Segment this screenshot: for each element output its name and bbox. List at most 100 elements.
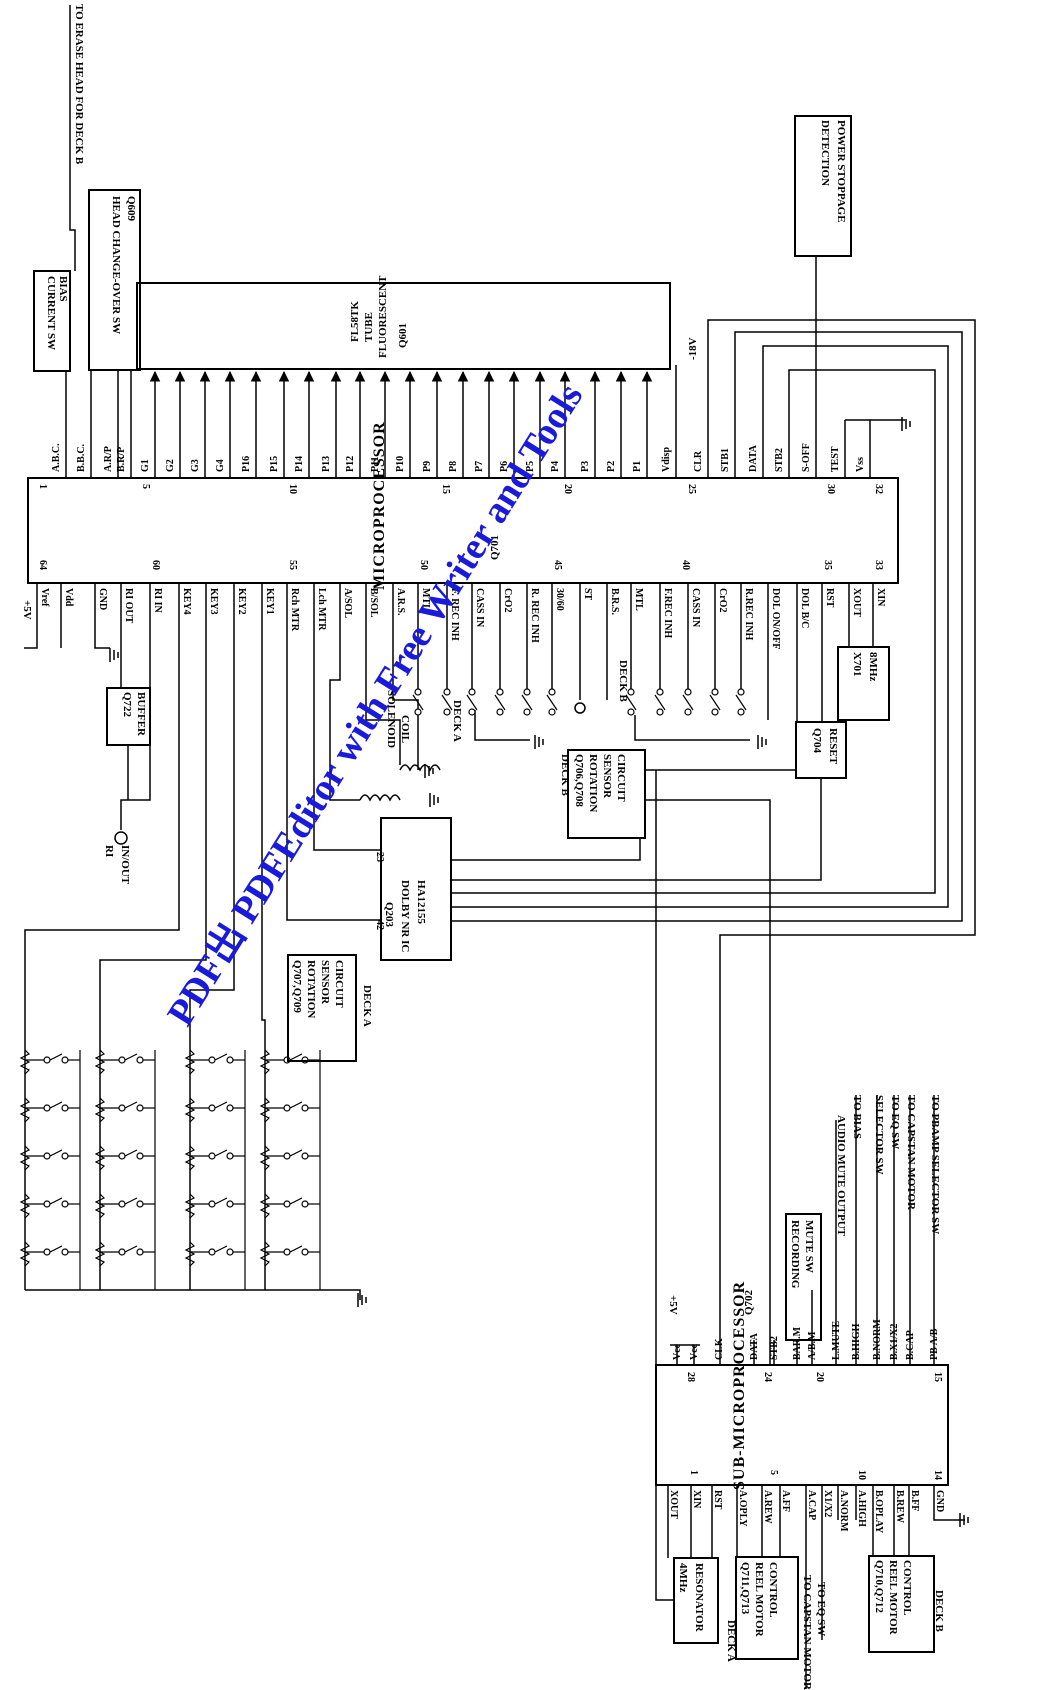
mcu-bottom-pin-9: KEY1 bbox=[264, 588, 275, 615]
key-switch-arm-2-2 bbox=[214, 1149, 228, 1157]
sub-bottom-pin-6: BAR.M bbox=[792, 1326, 803, 1360]
sub-bottom-pin-12: B.CAP bbox=[905, 1330, 916, 1360]
sub-top-pin-14: GND bbox=[934, 1490, 945, 1513]
key-switch-b-2-4 bbox=[226, 1248, 234, 1256]
key-switch-a-2-1 bbox=[208, 1104, 216, 1112]
rotation-b-line1: DECK B bbox=[559, 754, 571, 796]
key-switch-b-2-1 bbox=[226, 1104, 234, 1112]
dolby-pin23: 23 bbox=[374, 852, 385, 862]
mcu-bottom-pin-27: R.REC INH bbox=[743, 588, 754, 641]
deck-switch-bot-9 bbox=[711, 708, 719, 716]
mcu-top-pin-30: S-OFF bbox=[801, 443, 812, 472]
mcu-bottom-pin-18: CrO2 bbox=[502, 588, 513, 613]
mcu-top-pin-25: Vdisp bbox=[661, 446, 672, 472]
key-switch-b-0-0 bbox=[61, 1056, 69, 1064]
sub-bottom-pin-9: B.HIGH bbox=[851, 1323, 862, 1360]
key-resistor-2-0 bbox=[184, 1049, 196, 1075]
mute-line1: RECORDING bbox=[789, 1220, 801, 1289]
sub-bottom-pin-13: PB A/B bbox=[929, 1328, 940, 1360]
rotation-a-line3: SENSOR bbox=[319, 960, 331, 1005]
key-switch-a-1-3 bbox=[118, 1200, 126, 1208]
reel-b-line3: CONTROL bbox=[901, 1560, 913, 1616]
mcu-top-pin-6: G2 bbox=[165, 459, 176, 472]
key-switch-arm-2-3 bbox=[214, 1197, 228, 1205]
mcu-bottom-pin-1: Vref bbox=[39, 588, 50, 607]
mcu-pin-number-bottom-2: 55 bbox=[287, 560, 298, 570]
solenoid-coil-a bbox=[399, 764, 441, 772]
sub-top-pin-11: B.OPLAY bbox=[873, 1490, 884, 1534]
mcu-top-pin-23: P2 bbox=[606, 460, 617, 472]
mcu-top-pin-5: G1 bbox=[140, 459, 151, 472]
deck-switch-top-3 bbox=[496, 688, 504, 696]
key-switch-arm-0-1 bbox=[49, 1101, 63, 1109]
key-resistor-2-4 bbox=[184, 1241, 196, 1267]
mcu-top-pin-2: B.B.C. bbox=[76, 443, 87, 472]
mcu-pin-number-bottom-5: 40 bbox=[680, 560, 691, 570]
mcu-top-pin-9: P16 bbox=[241, 455, 252, 472]
key-switch-b-0-4 bbox=[61, 1248, 69, 1256]
sub-bottom-pin-4: DATA bbox=[749, 1333, 760, 1360]
key-switch-b-3-1 bbox=[301, 1104, 309, 1112]
reel-b-line4: DECK B bbox=[933, 1590, 945, 1632]
key-switch-arm-3-4 bbox=[289, 1245, 303, 1253]
sub-mcu-box bbox=[655, 1364, 949, 1486]
deck-switch-arm-0 bbox=[412, 694, 424, 711]
sub-top-pin-2: XIN bbox=[691, 1490, 702, 1509]
power-box bbox=[794, 115, 852, 257]
to-capstan-label: TO CAPSTAN MOTOR bbox=[905, 1095, 917, 1210]
deck-switch-arm-3 bbox=[494, 694, 506, 711]
reel-b-line1: Q710,Q712 bbox=[873, 1560, 885, 1613]
mcu-bottom-pin-26: CrO2 bbox=[717, 588, 728, 613]
ri-label: RI bbox=[103, 845, 115, 858]
rotation-a-line1: Q707,Q709 bbox=[291, 960, 303, 1013]
display-line1: Q601 bbox=[397, 322, 409, 348]
deck-switch-top-8 bbox=[684, 688, 692, 696]
mcu-top-pin-4: B.R/P bbox=[116, 446, 127, 472]
rotation-b-line3: ROTATION bbox=[587, 754, 599, 813]
erase-head-label: TO ERASE HEAD FOR DECK B bbox=[73, 4, 85, 165]
key-switch-a-3-2 bbox=[283, 1152, 291, 1160]
deck-switch-top-10 bbox=[737, 688, 745, 696]
bias-box-line1: BIAS bbox=[57, 276, 69, 302]
sub-top-pin-13: B.FF bbox=[909, 1490, 920, 1512]
mcu-bottom-pin-29: DOL B/C bbox=[799, 588, 810, 629]
mcu-bottom-pin-21: ST bbox=[582, 588, 593, 601]
key-switch-arm-2-1 bbox=[214, 1101, 228, 1109]
mcu-top-pin-12: P13 bbox=[321, 455, 332, 472]
key-resistor-0-2 bbox=[19, 1145, 31, 1171]
mcu-bottom-pin-4: RI OUT bbox=[123, 588, 134, 624]
key-resistor-3-3 bbox=[259, 1193, 271, 1219]
mute-line2: MUTE SW bbox=[803, 1220, 815, 1273]
reel-a-box bbox=[735, 1556, 799, 1660]
mcu-bottom-pin-25: CASS IN bbox=[690, 588, 701, 628]
key-resistor-3-4 bbox=[259, 1241, 271, 1267]
key-resistor-1-3 bbox=[94, 1193, 106, 1219]
sub-pin-number-4: 28 bbox=[685, 1372, 696, 1382]
display-box bbox=[136, 282, 671, 370]
coil-label: COIL bbox=[399, 715, 411, 744]
sub-pin-number-2: 10 bbox=[856, 1470, 867, 1480]
key-switch-arm-2-4 bbox=[214, 1245, 228, 1253]
deck-switch-arm-6 bbox=[625, 694, 637, 711]
audio-mute-label: AUDIO MUTE OUTPUT bbox=[835, 1115, 847, 1237]
key-resistor-0-1 bbox=[19, 1097, 31, 1123]
mcu-top-pin-32: Vss bbox=[855, 456, 866, 472]
key-resistor-0-0 bbox=[19, 1049, 31, 1075]
reel-a-line3: CONTROL bbox=[767, 1562, 779, 1618]
key-switch-b-3-4 bbox=[301, 1248, 309, 1256]
dolby-line3: HA12155 bbox=[415, 880, 427, 924]
mcu-pin-number-bottom-7: 33 bbox=[873, 560, 884, 570]
mcu-bottom-pin-32: XIN bbox=[875, 588, 886, 607]
mcu-bottom-pin-31: XOUT bbox=[851, 588, 862, 617]
key-switch-a-1-2 bbox=[118, 1152, 126, 1160]
deck-switch-bot-5 bbox=[548, 708, 556, 716]
mcu-bottom-pin-2: Vdd bbox=[63, 588, 74, 607]
deck-switch-bot-6 bbox=[627, 708, 635, 716]
minus18v-label: -18V bbox=[687, 337, 699, 360]
key-switch-arm-3-0 bbox=[289, 1053, 303, 1061]
mcu-bottom-pin-5: RI IN bbox=[152, 588, 163, 613]
display-line3: TUBE bbox=[363, 312, 375, 342]
sub-pin-number-7: 15 bbox=[932, 1372, 943, 1382]
key-switch-b-1-3 bbox=[136, 1200, 144, 1208]
key-switch-b-2-3 bbox=[226, 1200, 234, 1208]
